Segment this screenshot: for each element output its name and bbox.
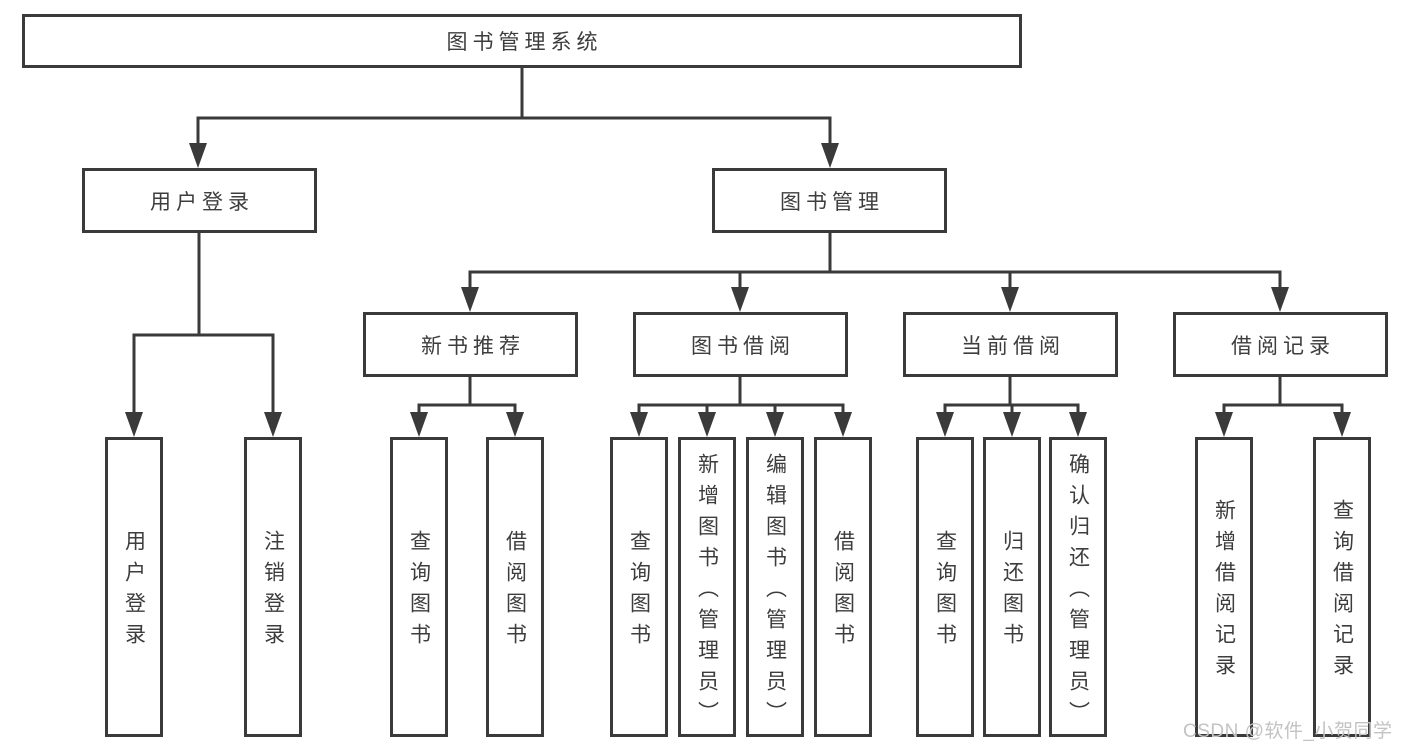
node-label: 借阅记录 xyxy=(1231,334,1335,358)
csdn-watermark: CSDN @软件_小贺同学 xyxy=(1183,721,1393,742)
node-borrowing-records: 借阅记录 xyxy=(1173,312,1388,377)
connector-new-book-branch xyxy=(417,377,517,416)
connector-arrowhead xyxy=(410,412,428,437)
connector-arrowhead xyxy=(1333,412,1351,437)
connector-borrowing-records-branch xyxy=(1222,377,1344,416)
node-label: 图书管理系统 xyxy=(446,31,603,54)
node-label: 确认归还（管理员） xyxy=(1066,452,1090,732)
node-label: 查询图书 xyxy=(627,530,651,654)
node-label: 当前借阅 xyxy=(961,334,1065,358)
connector-arrowhead xyxy=(766,412,784,437)
connector-arrowhead xyxy=(834,412,852,437)
node-label: 图书管理 xyxy=(780,190,884,214)
node-label: 图书借阅 xyxy=(691,334,795,358)
connector-arrowhead xyxy=(1069,412,1087,437)
connector-arrowhead xyxy=(125,412,143,437)
leaf-user-login: 用户登录 xyxy=(105,437,163,737)
connector-system-branch xyxy=(196,68,832,148)
connector-arrowhead xyxy=(936,412,954,437)
node-label: 用户登录 xyxy=(122,530,146,654)
node-label: 用户登录 xyxy=(150,190,254,214)
connector-current-borrowing-branch xyxy=(943,377,1080,416)
connector-user-login-branch xyxy=(132,233,275,416)
node-label: 注销登录 xyxy=(261,530,285,654)
node-label: 查询图书 xyxy=(933,530,957,654)
connector-arrowhead xyxy=(264,412,282,437)
leaf-confirm-return-admin: 确认归还（管理员） xyxy=(1049,437,1107,737)
leaf-borrow-books-recommend: 借阅图书 xyxy=(486,437,544,737)
node-label: 新增图书（管理员） xyxy=(695,452,719,732)
connector-arrowhead xyxy=(698,412,716,437)
connector-arrowhead xyxy=(1271,287,1289,312)
node-book-borrowing: 图书借阅 xyxy=(633,312,848,377)
connector-arrowhead xyxy=(461,287,479,312)
node-current-borrowing: 当前借阅 xyxy=(903,312,1118,377)
node-label: 查询图书 xyxy=(407,530,431,654)
leaf-query-books-borrowing: 查询图书 xyxy=(610,437,668,737)
connector-book-borrowing-branch xyxy=(637,377,845,416)
leaf-borrow-books-borrowing: 借阅图书 xyxy=(814,437,872,737)
node-new-book-recommend: 新书推荐 xyxy=(363,312,578,377)
node-label: 编辑图书（管理员） xyxy=(763,452,787,732)
leaf-logout: 注销登录 xyxy=(244,437,302,737)
connector-arrowhead xyxy=(630,412,648,437)
leaf-edit-books-admin: 编辑图书（管理员） xyxy=(746,437,804,737)
node-label: 借阅图书 xyxy=(503,530,527,654)
connector-arrowhead xyxy=(1215,412,1233,437)
node-label: 查询借阅记录 xyxy=(1330,499,1354,685)
node-label: 借阅图书 xyxy=(831,530,855,654)
node-label: 归还图书 xyxy=(1000,530,1024,654)
connector-arrowhead xyxy=(189,143,207,168)
leaf-add-books-admin: 新增图书（管理员） xyxy=(678,437,736,737)
node-label: 新增借阅记录 xyxy=(1212,499,1236,685)
connector-arrowhead xyxy=(731,287,749,312)
connector-arrowhead xyxy=(1001,287,1019,312)
node-label: 新书推荐 xyxy=(421,334,525,358)
leaf-return-books: 归还图书 xyxy=(983,437,1041,737)
leaf-add-borrow-record: 新增借阅记录 xyxy=(1195,437,1253,737)
node-user-login: 用户登录 xyxy=(82,168,317,233)
leaf-query-borrow-record: 查询借阅记录 xyxy=(1313,437,1371,737)
node-system-root: 图书管理系统 xyxy=(22,14,1022,68)
connector-arrowhead xyxy=(1003,412,1021,437)
connector-arrowhead xyxy=(821,143,839,168)
leaf-query-books-current: 查询图书 xyxy=(916,437,974,737)
leaf-query-books-recommend: 查询图书 xyxy=(390,437,448,737)
connector-book-management-branch xyxy=(468,233,1282,292)
node-book-management: 图书管理 xyxy=(712,168,947,233)
connector-arrowhead xyxy=(506,412,524,437)
